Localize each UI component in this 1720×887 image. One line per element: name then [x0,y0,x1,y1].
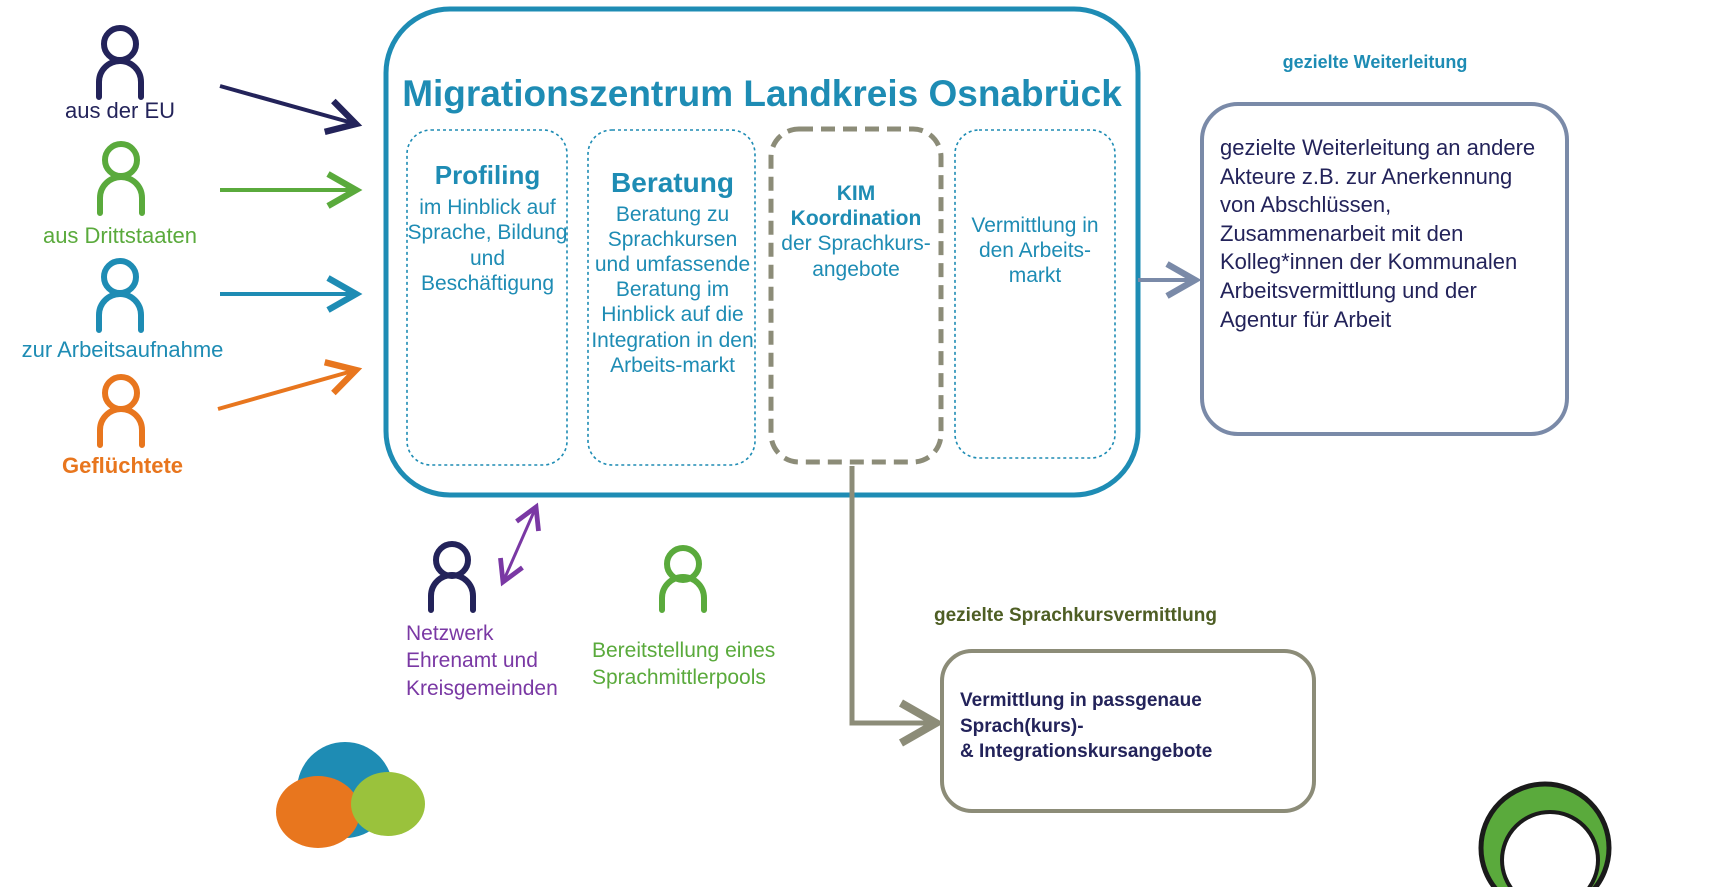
person-icon [97,374,145,448]
box-title: Profiling [434,160,541,190]
language-heading: gezielte Sprachkursvermittlung [934,605,1217,626]
box-profiling: Profiling im Hinblick auf Sprache, Bildu… [405,160,570,296]
referral-text: gezielte Weiterleitung an andere Akteure… [1220,135,1536,332]
network-label: Netzwerk Ehrenamt und Kreisgemeinden [406,622,558,700]
language-text: Vermittlung in passgenaue Sprach(kurs)- … [960,688,1300,765]
box-frame-beratung [587,129,756,466]
person-icon [96,25,144,100]
box-frame-kim [768,126,944,465]
pool-label: Bereitstellung eines Sprachmittlerpools [592,639,776,690]
box-kim: KIM Koordination der Sprachkurs-angebote [776,181,936,282]
box-title: Beratung [611,167,734,198]
arrow-network [498,502,541,587]
arrow-gefluechtete [217,359,363,411]
box-frame-profiling [406,129,568,466]
group-label-arbeitsaufnahme: zur Arbeitsaufnahme [21,337,224,362]
referral-heading: gezielte Weiterleitung [1282,52,1468,72]
box-text: Vermittlung in den Arbeits-markt [971,214,1099,288]
group-label-eu: aus der EU [64,98,176,123]
box-frame-vermittlung [954,129,1116,459]
box-title: KIM Koordination [790,182,922,231]
box-text: Beratung zu Sprachkursen und umfassende … [591,202,754,377]
box-text: der Sprachkurs-angebote [781,232,931,281]
group-label-gefluechtete: Geflüchtete [61,453,184,478]
logo-blobs [276,742,425,848]
box-vermittlung: Vermittlung in den Arbeits-markt [964,213,1106,289]
main-title: Migrationszentrum Landkreis Osnabrück [402,73,1122,114]
referral-frame [1200,102,1569,436]
language-line: Vermittlung in passgenaue [960,690,1202,711]
seal-logo [1478,781,1612,887]
person-icon [659,545,707,613]
box-text: im Hinblick auf Sprache, Bildung und Bes… [407,196,568,295]
arrow-language [849,466,945,747]
language-line: Sprach(kurs)- [960,715,1084,737]
box-beratung: Beratung Beratung zu Sprachkursen und um… [590,166,755,378]
main-frame [383,6,1141,498]
group-label-drittstaaten: aus Drittstaaten [42,223,198,248]
arrow-eu [219,84,363,135]
person-icon [96,258,144,333]
person-icon [428,541,476,613]
person-icon [97,141,145,216]
language-line: & Integrationskursangebote [960,741,1213,763]
